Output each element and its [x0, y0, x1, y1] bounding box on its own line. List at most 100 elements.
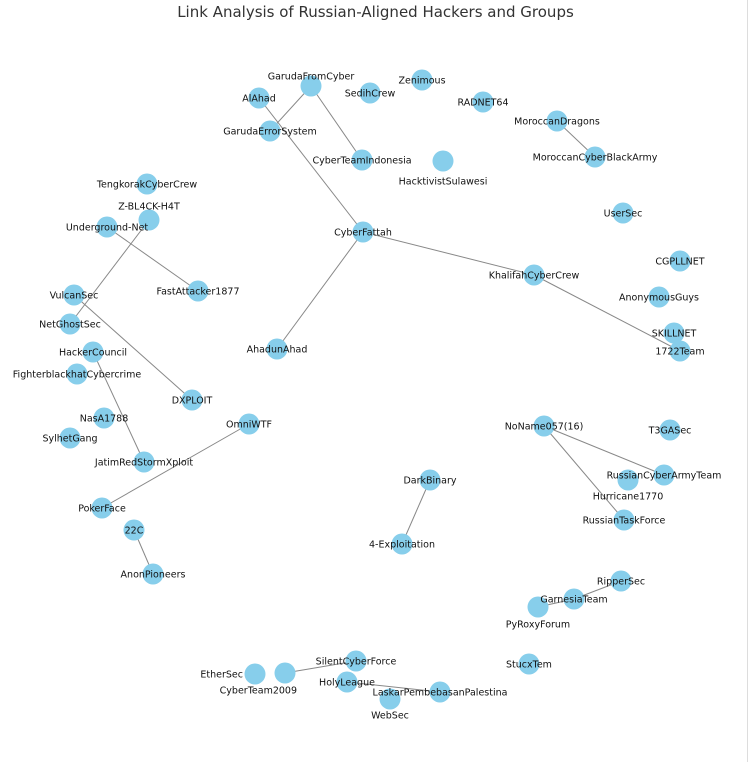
node-skillnet — [663, 322, 685, 344]
node-jatimredstormxploit — [133, 451, 155, 473]
node-cyberteamindonesia — [351, 149, 373, 171]
node-label: SedihCrew — [345, 89, 396, 100]
node-sedihcrew — [359, 82, 381, 104]
node-label: MoroccanCyberBlackArmy — [533, 153, 658, 164]
edge-garudafromcyber-cyberteamindonesia — [310, 85, 363, 161]
node-fighterblackhatcybercrime — [66, 363, 88, 385]
node-label: Hurricane1770 — [593, 492, 664, 503]
chart-title: Link Analysis of Russian-Aligned Hackers… — [177, 3, 574, 21]
node-label: CGPLLNET — [655, 257, 704, 268]
node-silentcyberforce — [345, 650, 367, 672]
node-label: MoroccanDragons — [514, 117, 600, 128]
node-label: Z-BL4CK-H4T — [118, 202, 180, 213]
node-label: SilentCyberForce — [316, 657, 397, 668]
edge-darkbinary-4-exploitation — [401, 479, 431, 545]
node-label: KhalifahCyberCrew — [489, 271, 580, 282]
node-ahadunahad — [266, 338, 288, 360]
node-label: AnonPioneers — [121, 570, 186, 581]
node-nasa1788 — [93, 407, 115, 429]
node-label: SylhetGang — [42, 434, 97, 445]
node-label: NasA1788 — [80, 414, 129, 425]
node-russiancyberarmyteam — [653, 464, 675, 486]
node-dxploit — [181, 389, 203, 411]
edge-hackercouncil-jatimredstormxploit — [92, 351, 145, 463]
node-z-bl4ck-h4t — [138, 209, 160, 231]
node-label: TengkorakCyberCrew — [96, 180, 197, 191]
node-laskarpembebasanpalestina — [429, 681, 451, 703]
node-label: DXPLOIT — [172, 396, 213, 407]
node-usersec — [612, 202, 634, 224]
node-label: CyberTeam2009 — [220, 686, 297, 697]
node-label: GarudaErrorSystem — [223, 127, 317, 138]
node-garudafromcyber — [300, 75, 322, 97]
edge-underground-net-fastattacker1877 — [106, 226, 199, 292]
edge-noname057-16-russiantaskforce — [543, 425, 625, 521]
node-label: GarnesiaTeam — [540, 595, 607, 606]
node-moroccandragons — [546, 110, 568, 132]
node-russiantaskforce — [613, 509, 635, 531]
node-label: EtherSec — [200, 670, 243, 681]
node-vulcansec — [63, 284, 85, 306]
nodes-layer — [59, 69, 691, 710]
node-tengkorakcybercrew — [136, 173, 158, 195]
edge-khalifahcybercrew-1722team — [533, 274, 681, 352]
node-garudaerrorsystem — [259, 120, 281, 142]
node-hacktivistsulawesi — [432, 150, 454, 172]
node-cyberteam2009 — [274, 662, 296, 684]
edge-z-bl4ck-h4t-netghostsec — [69, 219, 150, 325]
node-alahad — [248, 87, 270, 109]
node-khalifahcybercrew — [523, 264, 545, 286]
node-pokerface — [91, 497, 113, 519]
edge-cyberfattah-ahadunahad — [276, 231, 364, 350]
node-label: FighterblackhatCybercrime — [13, 370, 142, 381]
node-stucxtem — [518, 653, 540, 675]
node-zenimous — [411, 69, 433, 91]
edge-alahad-cyberfattah — [258, 97, 364, 233]
node-anonpioneers — [142, 563, 164, 585]
node-holyleague — [336, 671, 358, 693]
node-label: 4-Exploitation — [369, 540, 435, 551]
node-label: HacktivistSulawesi — [399, 177, 488, 188]
node-anonymousguys — [648, 286, 670, 308]
node-label: 1722Team — [655, 347, 704, 358]
node-sylhetgang — [59, 427, 81, 449]
node-label: NoName057(16) — [505, 422, 584, 433]
node-label: SKILLNET — [652, 329, 697, 340]
node-label: RussianTaskForce — [583, 516, 666, 527]
node-label: LaskarPembebasanPalestina — [373, 688, 508, 699]
node-websec — [379, 688, 401, 710]
edge-cyberteam2009-silentcyberforce — [284, 660, 357, 674]
right-border — [747, 0, 748, 762]
node-label: CyberTeamIndonesia — [312, 156, 411, 167]
node-label: WebSec — [371, 711, 409, 722]
node-cyberfattah — [352, 221, 374, 243]
node-label: RipperSec — [597, 577, 645, 588]
node-22c — [123, 519, 145, 541]
node-label: HackerCouncil — [59, 348, 127, 359]
node-label: PokerFace — [78, 504, 126, 515]
node-omniwtf — [238, 413, 260, 435]
node-label: 22C — [125, 526, 144, 537]
edge-vulcansec-dxploit — [73, 294, 193, 401]
node-label: RADNET64 — [457, 98, 508, 109]
node-fastattacker1877 — [187, 280, 209, 302]
node-garnesiateam — [563, 588, 585, 610]
node-darkbinary — [419, 469, 441, 491]
node-label: Zenimous — [398, 76, 445, 87]
node-label: StucxTem — [506, 660, 552, 671]
node-rippersec — [610, 570, 632, 592]
node-4-exploitation — [391, 533, 413, 555]
node-noname057-16 — [533, 415, 555, 437]
node-hackercouncil — [82, 341, 104, 363]
node-label: FastAttacker1877 — [156, 287, 239, 298]
node-label: JatimRedStormXploit — [94, 458, 193, 469]
node-label: CyberFattah — [334, 228, 392, 239]
node-label: NetGhostSec — [39, 320, 101, 331]
node-hurricane1770 — [617, 469, 639, 491]
node-pyroxyforum — [527, 596, 549, 618]
node-moroccancyberblackarmy — [584, 146, 606, 168]
node-label: DarkBinary — [403, 476, 456, 487]
node-label: PyRoxyForum — [506, 620, 570, 631]
edge-cyberfattah-khalifahcybercrew — [362, 231, 535, 276]
node-t3gasec — [659, 419, 681, 441]
